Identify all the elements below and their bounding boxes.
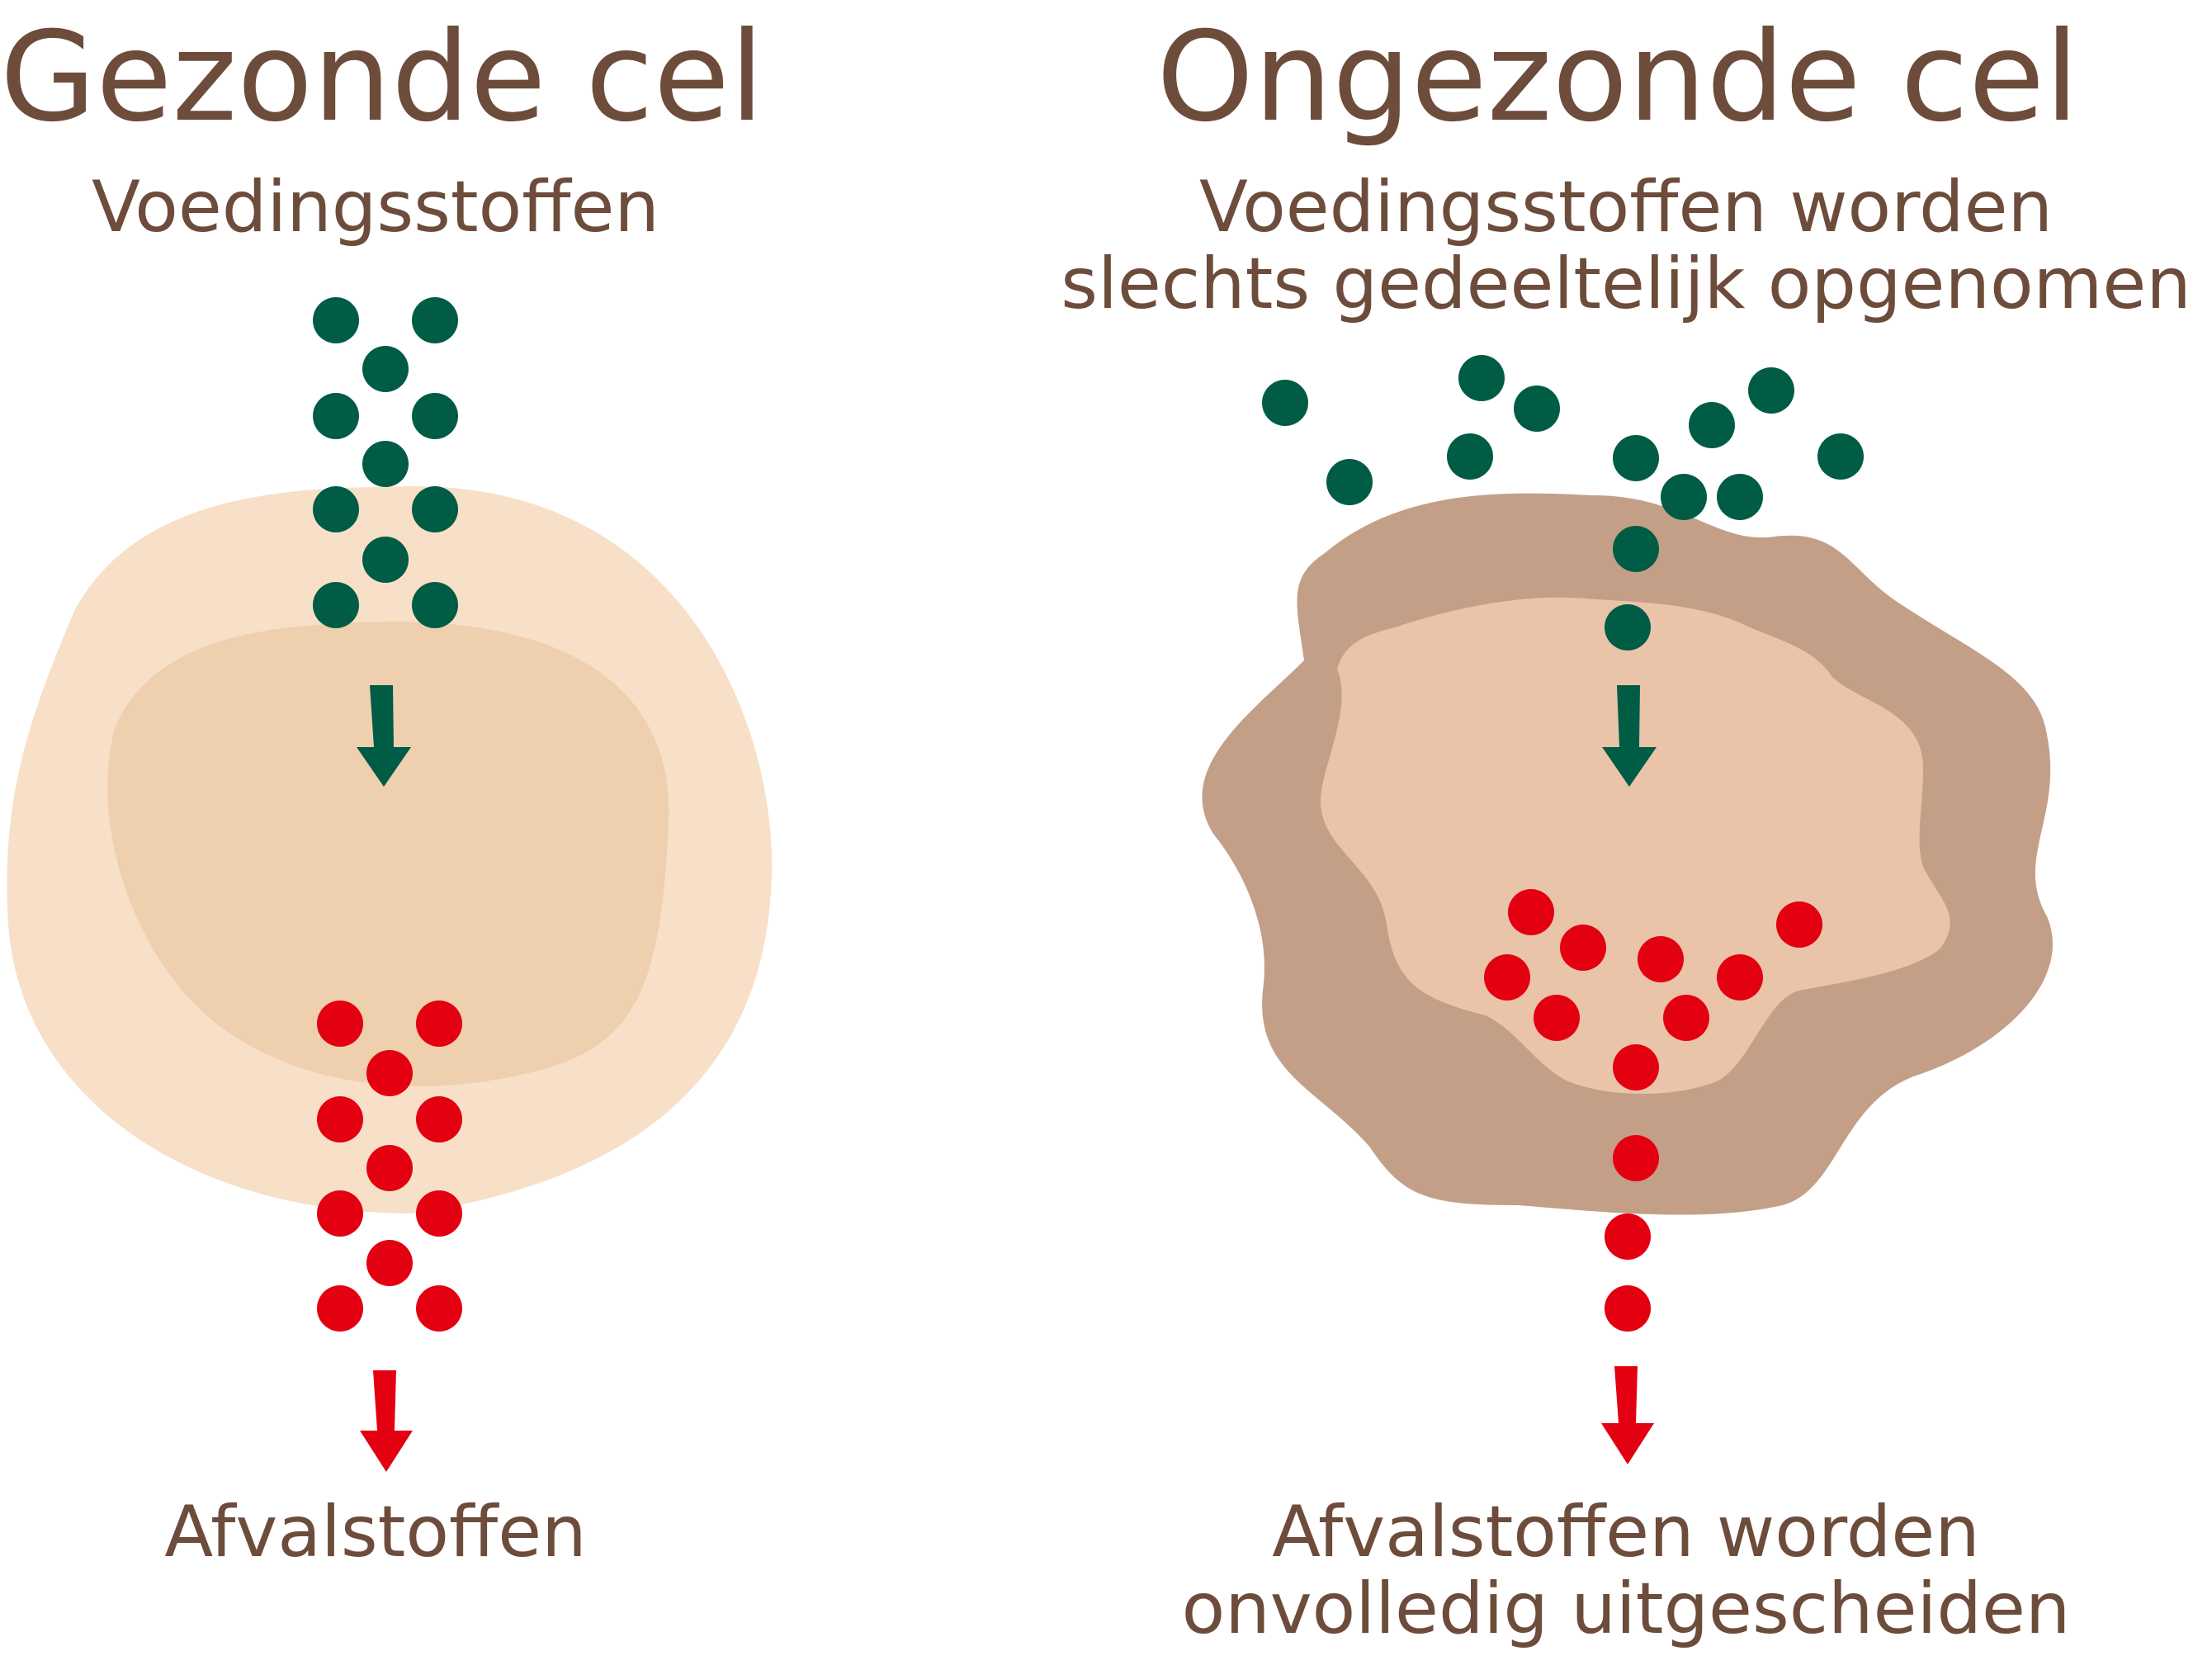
nutrient-dot — [313, 486, 359, 532]
nutrient-dot — [1514, 386, 1560, 432]
healthy-cell-title: Gezonde cel — [0, 6, 764, 149]
healthy-waste-arrow-icon — [360, 1370, 413, 1472]
healthy-cell-inner — [107, 622, 669, 1086]
healthy-waste-dots — [317, 1001, 462, 1332]
waste-dot — [1638, 936, 1684, 982]
nutrient-dot — [1605, 604, 1651, 650]
unhealthy-waste-label: Afvalstoffen worden onvolledig uitgesche… — [1089, 1494, 2162, 1648]
waste-dot — [1508, 889, 1554, 935]
unhealthy-cell — [1202, 493, 2053, 1215]
waste-dot — [1605, 1213, 1651, 1260]
waste-dot — [1484, 954, 1530, 1001]
unhealthy-waste-line-1: Afvalstoffen worden — [1272, 1491, 1980, 1573]
waste-dot — [317, 1190, 363, 1237]
healthy-nutrient-arrow-icon — [357, 685, 411, 787]
nutrient-dot — [412, 582, 458, 628]
nutrient-dot — [1458, 355, 1505, 401]
nutrient-dot — [362, 537, 409, 583]
nutrient-dot — [1262, 380, 1308, 426]
waste-dot — [1613, 1044, 1659, 1090]
unhealthy-cell-inner — [1321, 597, 1950, 1094]
waste-dot — [317, 1096, 363, 1143]
nutrient-dot — [362, 346, 409, 392]
waste-dot — [1663, 995, 1709, 1041]
unhealthy-nutrients-line-2: slechts gedeeltelijk opgenomen — [1061, 242, 2191, 325]
unhealthy-nutrients-label: Voedingsstoffen worden slechts gedeeltel… — [1056, 169, 2195, 323]
nutrient-dot — [1661, 474, 1707, 520]
unhealthy-cell-title: Ongezonde cel — [1156, 6, 2079, 149]
nutrient-dot — [1326, 459, 1373, 505]
waste-dot — [366, 1050, 413, 1096]
unhealthy-nutrient-arrow-icon — [1602, 685, 1657, 787]
waste-dot — [1613, 1135, 1659, 1181]
healthy-cell — [7, 486, 773, 1213]
nutrient-dot — [1689, 402, 1735, 448]
unhealthy-waste-line-2: onvolledig uitgescheiden — [1181, 1567, 2071, 1650]
nutrient-dot — [1748, 367, 1794, 414]
unhealthy-waste-dots — [1484, 889, 1822, 1332]
waste-dot — [1717, 954, 1763, 1001]
waste-dot — [416, 1285, 462, 1332]
waste-dot — [1776, 901, 1822, 948]
waste-dot — [416, 1096, 462, 1143]
nutrient-dot — [1613, 435, 1659, 481]
nutrient-dot — [313, 582, 359, 628]
waste-dot — [317, 1001, 363, 1047]
nutrient-dot — [313, 297, 359, 343]
waste-dot — [366, 1240, 413, 1286]
unhealthy-nutrient-dots — [1262, 355, 1864, 650]
healthy-nutrient-dots — [313, 297, 458, 628]
nutrient-dot — [1817, 433, 1864, 480]
waste-dot — [416, 1190, 462, 1237]
waste-dot — [1605, 1285, 1651, 1332]
unhealthy-nutrients-line-1: Voedingsstoffen worden — [1198, 166, 2053, 248]
waste-dot — [1534, 995, 1580, 1041]
nutrient-dot — [1447, 433, 1493, 480]
nutrient-dot — [1717, 474, 1763, 520]
nutrient-dot — [412, 297, 458, 343]
unhealthy-waste-arrow-icon — [1601, 1366, 1654, 1464]
nutrient-dot — [412, 486, 458, 532]
nutrient-dot — [1613, 526, 1659, 572]
healthy-nutrients-label: Voedingsstoffen — [92, 166, 659, 248]
waste-dot — [317, 1285, 363, 1332]
waste-dot — [416, 1001, 462, 1047]
waste-dot — [1560, 925, 1606, 971]
healthy-waste-label: Afvalstoffen — [164, 1491, 587, 1573]
nutrient-dot — [362, 441, 409, 487]
nutrient-dot — [412, 393, 458, 439]
nutrient-dot — [313, 393, 359, 439]
waste-dot — [366, 1145, 413, 1191]
